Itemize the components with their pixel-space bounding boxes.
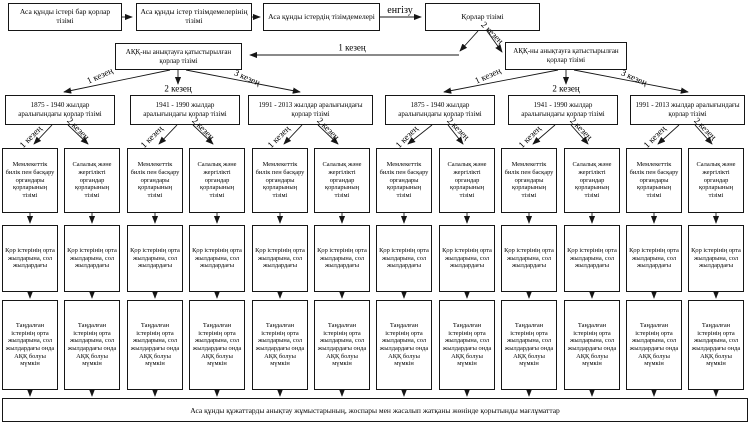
box-fond-years: Қор істерінің орта жылдарына, сол жылдар…	[439, 225, 495, 292]
box-akk-fonds-right: АҚҚ-ны анықтауға қатыстырылған қорлар ті…	[505, 42, 627, 70]
box-sectoral-bodies: Салалық және жергілікті органдар қорлары…	[564, 148, 620, 213]
box-selected-cases: Таңдалған істерінің орта жылдарына, сол …	[189, 300, 245, 390]
box-selected-cases: Таңдалған істерінің орта жылдарына, сол …	[127, 300, 183, 390]
stage1-label: 1 кезең	[265, 123, 292, 150]
box-period-1941-1990: 1941 - 1990 жылдар аралығындағы қорлар т…	[130, 95, 240, 125]
box-state-bodies: Мемлекеттік билік пен басқару органдары …	[376, 148, 432, 213]
engizu-label: енгізу	[387, 5, 413, 16]
box-fond-years: Қор істерінің орта жылдарына, сол жылдар…	[626, 225, 682, 292]
box-fond-years: Қор істерінің орта жылдарына, сол жылдар…	[688, 225, 744, 292]
stage1-label: 1 кезең	[641, 123, 668, 150]
stage3-label: 3 кезең	[232, 67, 262, 88]
stage2-label: 2 кезең	[164, 83, 192, 94]
box-period-1941-1990: 1941 - 1990 жылдар аралығындағы қорлар т…	[508, 95, 618, 125]
box-sectoral-bodies: Салалық және жергілікті органдар қорлары…	[314, 148, 370, 213]
box-state-bodies: Мемлекеттік билік пен басқару органдары …	[626, 148, 682, 213]
box-inventories-list: Аса құнды істер тізімдемелерінің тізімі	[136, 3, 252, 31]
box-fond-years: Қор істерінің орта жылдарына, сол жылдар…	[314, 225, 370, 292]
box-selected-cases: Таңдалған істерінің орта жылдарына, сол …	[626, 300, 682, 390]
box-period-1991-2013: 1991 - 2013 жылдар аралығындағы қорлар т…	[248, 95, 373, 125]
stage2-label: 2 кезең	[552, 83, 580, 94]
box-selected-cases: Таңдалған істерінің орта жылдарына, сол …	[314, 300, 370, 390]
box-sectoral-bodies: Салалық және жергілікті органдар қорлары…	[439, 148, 495, 213]
stage1-label: 1 кезең	[393, 123, 420, 150]
stage1-label: 1 кезең	[85, 65, 115, 86]
box-period-1875-1940: 1875 - 1940 жылдар аралығындағы қорлар т…	[385, 95, 495, 125]
box-sectoral-bodies: Салалық және жергілікті органдар қорлары…	[64, 148, 120, 213]
box-state-bodies: Мемлекеттік билік пен басқару органдары …	[127, 148, 183, 213]
stage1-label: 1 кезең	[473, 65, 503, 86]
box-akk-fonds-left: АҚҚ-ны анықтауға қатыстырылған қорлар ті…	[115, 43, 242, 70]
box-selected-cases: Таңдалған істерінің орта жылдарына, сол …	[688, 300, 744, 390]
box-state-bodies: Мемлекеттік билік пен басқару органдары …	[252, 148, 308, 213]
box-fond-years: Қор істерінің орта жылдарына, сол жылдар…	[2, 225, 58, 292]
box-fond-years: Қор істерінің орта жылдарына, сол жылдар…	[564, 225, 620, 292]
stage1-label: 1 кезең	[138, 123, 165, 150]
box-sectoral-bodies: Салалық және жергілікті органдар қорлары…	[189, 148, 245, 213]
box-period-1991-2013: 1991 - 2013 жылдар аралығындағы қорлар т…	[630, 95, 745, 125]
box-period-1875-1940: 1875 - 1940 жылдар аралығындағы қорлар т…	[5, 95, 115, 125]
stage1-label: 1 кезең	[338, 42, 366, 53]
box-selected-cases: Таңдалған істерінің орта жылдарына, сол …	[564, 300, 620, 390]
box-fond-years: Қор істерінің орта жылдарына, сол жылдар…	[127, 225, 183, 292]
stage3-label: 3 кезең	[619, 67, 649, 88]
box-fond-years: Қор істерінің орта жылдарына, сол жылдар…	[64, 225, 120, 292]
box-state-bodies: Мемлекеттік билік пен басқару органдары …	[501, 148, 557, 213]
box-selected-cases: Таңдалған істерінің орта жылдарына, сол …	[252, 300, 308, 390]
box-selected-cases: Таңдалған істерінің орта жылдарына, сол …	[501, 300, 557, 390]
box-fond-years: Қор істерінің орта жылдарына, сол жылдар…	[501, 225, 557, 292]
box-fonds-list: Қорлар тізімі	[425, 3, 540, 31]
stage1-label: 1 кезең	[516, 123, 543, 150]
box-selected-cases: Таңдалған істерінің орта жылдарына, сол …	[2, 300, 58, 390]
box-selected-cases: Таңдалған істерінің орта жылдарына, сол …	[439, 300, 495, 390]
box-selected-cases: Таңдалған істерінің орта жылдарына, сол …	[376, 300, 432, 390]
stage1-label: 1 кезең	[17, 123, 44, 150]
box-state-bodies: Мемлекеттік билік пен басқару органдары …	[2, 148, 58, 213]
box-fond-years: Қор істерінің орта жылдарына, сол жылдар…	[189, 225, 245, 292]
box-valuable-fonds-list: Аса құнды істері бар қорлар тізімі	[8, 3, 122, 31]
box-fond-years: Қор істерінің орта жылдарына, сол жылдар…	[376, 225, 432, 292]
box-selected-cases: Таңдалған істерінің орта жылдарына, сол …	[64, 300, 120, 390]
box-fond-years: Қор істерінің орта жылдарына, сол жылдар…	[252, 225, 308, 292]
box-summary: Аса құнды құжаттарды анықтау жұмыстарыны…	[2, 398, 748, 422]
box-inventories: Аса құнды істердің тізімдемелері	[263, 3, 380, 31]
box-sectoral-bodies: Салалық және жергілікті органдар қорлары…	[688, 148, 744, 213]
